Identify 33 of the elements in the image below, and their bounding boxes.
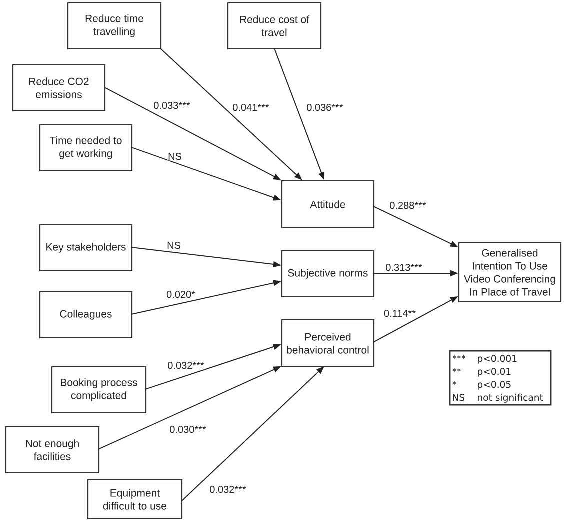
factor-box: Time needed to get working — [39, 124, 133, 172]
edge-label: 0.033*** — [153, 102, 191, 110]
factor-box: Key stakeholders — [39, 224, 133, 272]
factor-box: Booking process complicated — [51, 366, 147, 414]
factor-box: Reduce cost of travel — [227, 2, 322, 50]
edge-label: 0.032*** — [209, 486, 247, 494]
edge-label: 0.288*** — [389, 202, 427, 210]
edge-label: 0.036*** — [306, 104, 344, 112]
construct-box: Subjective norms — [281, 250, 375, 298]
significance-symbol: *** — [452, 355, 466, 360]
significance-symbol: ** — [452, 368, 462, 372]
factor-box: Reduce time travelling — [67, 2, 162, 50]
significance-symbol: NS — [453, 394, 465, 402]
edge-label: 0.041*** — [232, 104, 270, 112]
legend-text: p<0.001 — [478, 355, 517, 364]
factor-box: Reduce CO2 emissions — [12, 64, 106, 112]
edge-label: 0.020* — [166, 290, 196, 299]
legend-text: p<0.01 — [478, 368, 511, 377]
edge-label: 0.030*** — [169, 426, 207, 434]
factor-box: Equipment difficult to use — [87, 479, 183, 520]
edge-label: 0.313*** — [385, 264, 423, 272]
edge-label: NS — [168, 152, 182, 161]
outcome-box: Generalised Intention To Use Video Conferencing In Place of Travel — [458, 242, 562, 303]
significance-symbol: * — [452, 381, 457, 386]
edge-label: 0.114** — [383, 310, 417, 318]
construct-box: Attitude — [281, 180, 375, 229]
legend-text: p<0.05 — [478, 381, 511, 390]
legend-text: not significant — [478, 394, 544, 403]
construct-box: Perceived behavioral control — [281, 319, 375, 368]
factor-box: Colleagues — [39, 291, 133, 339]
edge-label: NS — [166, 242, 182, 250]
edge-label: 0.032*** — [167, 362, 205, 370]
factor-box: Not enough facilities — [5, 426, 100, 474]
